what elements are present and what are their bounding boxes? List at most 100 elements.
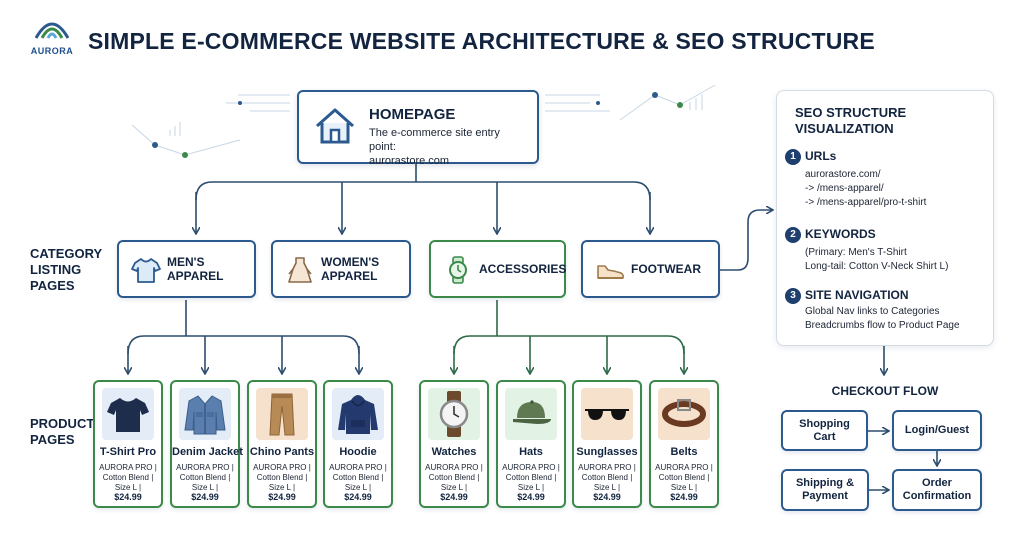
watch-image [428, 388, 480, 440]
category-label-line2: APPAREL [167, 269, 224, 283]
chino-pants-image [256, 388, 308, 440]
checkout-step-line: Order [922, 477, 952, 489]
product-price: $24.99 [670, 492, 698, 502]
product-name: T-Shirt Pro [99, 446, 157, 458]
seo-urls-heading: URLs [805, 149, 837, 163]
brand-logo[interactable]: AURORA [28, 16, 76, 56]
logo-text: AURORA [30, 46, 74, 56]
category-label-line2: LISTING [30, 262, 82, 277]
product-description: AURORA PRO |Cotton Blend |Size L | [95, 463, 161, 493]
seo-keywords-heading: KEYWORDS [805, 227, 876, 241]
product-name: Sunglasses [576, 446, 638, 458]
product-desc-line: Size L | [670, 483, 698, 492]
aurora-logo-icon [34, 22, 70, 39]
product-desc-line: Cotton Blend | [658, 473, 710, 482]
category-accessories[interactable]: ACCESSORIES [429, 240, 566, 298]
product-desc-line: Size L | [344, 483, 372, 492]
category-label-line2: APPAREL [321, 269, 378, 283]
product-desc-line: Size L | [114, 483, 142, 492]
product-desc-line: Cotton Blend | [428, 473, 480, 482]
category-label: FOOTWEAR [631, 242, 701, 296]
seo-keyword-line: Long-tail: Cotton V-Neck Shirt L) [805, 261, 949, 272]
seo-panel-title: SEO STRUCTURE VISUALIZATION [795, 105, 975, 137]
step-number-badge: 2 [785, 227, 801, 243]
seo-keywords-text: (Primary: Men's T-Shirt Long-tail: Cotto… [805, 246, 991, 274]
homepage-node[interactable]: HOMEPAGE The e-commerce site entry point… [297, 90, 539, 167]
denim-jacket-image [179, 388, 231, 440]
product-name: Hoodie [339, 446, 377, 458]
product-card-belts[interactable]: Belts AURORA PRO |Cotton Blend |Size L |… [649, 380, 719, 508]
product-card-chino-pants[interactable]: Chino Pants AURORA PRO |Cotton Blend |Si… [247, 380, 317, 508]
category-label-line3: PAGES [30, 278, 75, 293]
seo-title-line1: SEO STRUCTURE [795, 105, 907, 120]
homepage-description: The e-commerce site entry point: auroras… [369, 126, 529, 168]
product-price: $24.99 [593, 492, 621, 502]
product-name: Chino Pants [249, 446, 315, 458]
decor-circuit-left [131, 94, 290, 156]
category-label: ACCESSORIES [479, 242, 566, 296]
login-guest-step[interactable]: Login/Guest [892, 410, 982, 451]
checkout-flow-title: CHECKOUT FLOW [831, 384, 939, 398]
homepage-url: aurorastore.com [369, 155, 450, 167]
product-label-line2: PAGES [30, 432, 75, 447]
checkout-step-line: Shipping & [795, 477, 855, 489]
product-desc-line: AURORA PRO | [425, 463, 483, 472]
product-card-sunglasses[interactable]: Sunglasses AURORA PRO |Cotton Blend |Siz… [572, 380, 642, 508]
seo-nav-line: Breadcrumbs flow to Product Page [805, 320, 960, 331]
product-desc-line: Cotton Blend | [102, 473, 154, 482]
seo-navigation-heading: SITE NAVIGATION [805, 288, 909, 302]
product-description: AURORA PRO |Cotton Blend |Size L | [172, 463, 238, 493]
dress-icon [288, 257, 312, 283]
product-card-hats[interactable]: Hats AURORA PRO |Cotton Blend |Size L | … [496, 380, 566, 508]
product-name: Hats [519, 446, 543, 458]
category-label-line1: WOMEN'S [321, 255, 380, 269]
house-icon [316, 108, 354, 144]
seo-urls-text: aurorastore.com/ -> /mens-apparel/ -> /m… [805, 168, 991, 210]
homepage-title: HOMEPAGE [369, 106, 456, 123]
category-listing-label: CATEGORY LISTING PAGES [30, 246, 102, 294]
seo-navigation-text: Global Nav links to Categories Breadcrum… [805, 305, 991, 333]
product-desc-line: Cotton Blend | [505, 473, 557, 482]
product-card-hoodie[interactable]: Hoodie AURORA PRO |Cotton Blend |Size L … [323, 380, 393, 508]
product-desc-line: Size L | [191, 483, 219, 492]
product-description: AURORA PRO |Cotton Blend |Size L | [421, 463, 487, 493]
seo-title-line2: VISUALIZATION [795, 121, 894, 136]
category-label-line1: ACCESSORIES [479, 262, 567, 276]
product-desc-line: AURORA PRO | [329, 463, 387, 472]
product-desc-line: AURORA PRO | [253, 463, 311, 472]
product-price: $24.99 [268, 492, 296, 502]
shipping-payment-step[interactable]: Shipping &Payment [781, 469, 869, 511]
checkout-step-line: Cart [813, 430, 836, 443]
product-card-denim-jacket[interactable]: Denim Jacket AURORA PRO |Cotton Blend |S… [170, 380, 243, 508]
page-title: SIMPLE E-COMMERCE WEBSITE ARCHITECTURE &… [88, 28, 875, 54]
checkout-step-line: Login/Guest [904, 424, 970, 436]
checkout-step-line: Shopping [799, 417, 850, 430]
product-pages-label: PRODUCT PAGES [30, 416, 94, 448]
product-price: $24.99 [344, 492, 372, 502]
product-card-tshirt-pro[interactable]: T-Shirt Pro AURORA PRO |Cotton Blend |Si… [93, 380, 163, 508]
product-description: AURORA PRO |Cotton Blend |Size L | [249, 463, 315, 493]
seo-structure-panel: SEO STRUCTURE VISUALIZATION 1 URLs auror… [776, 90, 994, 346]
product-name: Denim Jacket [172, 446, 243, 458]
product-desc-line: AURORA PRO | [176, 463, 234, 472]
category-label-line1: FOOTWEAR [631, 262, 701, 276]
product-description: AURORA PRO |Cotton Blend |Size L | [574, 463, 640, 493]
category-label-line1: MEN'S [167, 255, 205, 269]
product-desc-line: Cotton Blend | [256, 473, 308, 482]
product-card-watches[interactable]: Watches AURORA PRO |Cotton Blend |Size L… [419, 380, 489, 508]
product-price: $24.99 [440, 492, 468, 502]
step-number-badge: 3 [785, 288, 801, 304]
checkout-step-line: Confirmation [902, 490, 972, 502]
product-desc-line: AURORA PRO | [99, 463, 157, 472]
product-price: $24.99 [517, 492, 545, 502]
seo-nav-line: Global Nav links to Categories [805, 306, 940, 317]
category-footwear[interactable]: FOOTWEAR [581, 240, 720, 298]
product-description: AURORA PRO |Cotton Blend |Size L | [325, 463, 391, 493]
product-desc-line: Size L | [593, 483, 621, 492]
decor-circuit-right [545, 84, 716, 121]
checkout-step-line: Payment [802, 490, 848, 502]
